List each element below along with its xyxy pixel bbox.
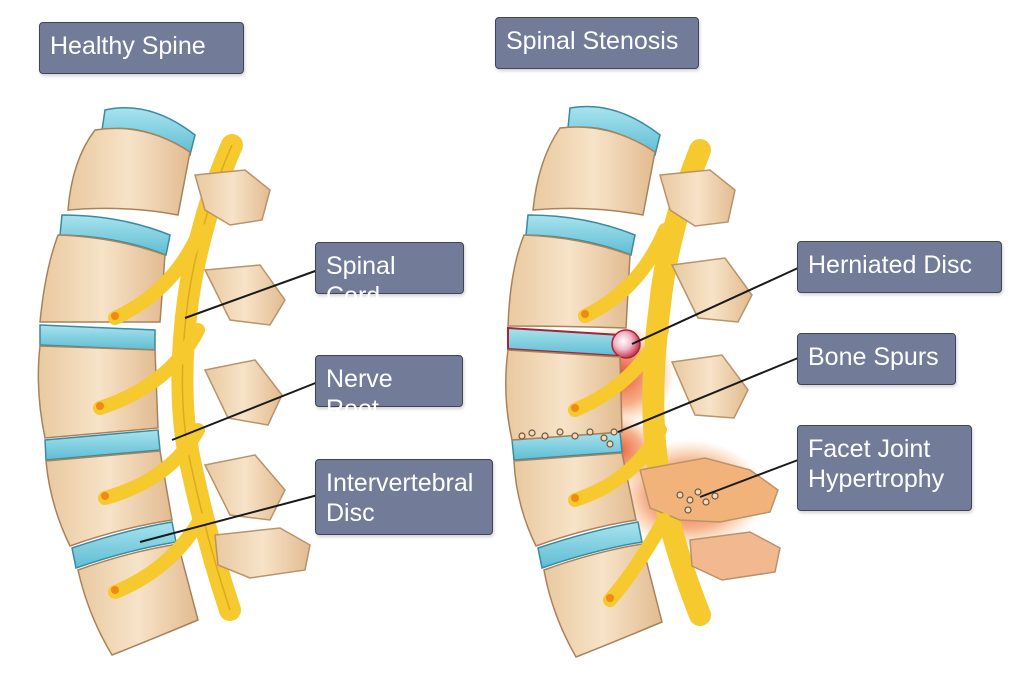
bone-spurs [518,428,719,514]
healthy-spine [37,107,319,656]
spinal-cord-leader [184,269,319,319]
disc [44,429,161,461]
spinal-cord-label: Spinal Cord [315,242,464,310]
intervertebral-disc-label: Intervertebral Disc [315,459,493,535]
disc-leader [139,494,319,543]
bone-spurs-label: Bone Spurs [797,333,956,385]
nerve-roots [93,223,207,599]
nerve-root-label: Nerve Root [315,355,463,423]
spinal-cord [642,139,711,626]
healthy-spine-title: Healthy Spine [39,22,244,74]
spinal-cord-label-text: Spinal Cord [326,252,396,310]
intervertebral-disc-line2: Disc [326,499,375,527]
bone-spurs-leader [617,357,799,433]
vertebra [37,345,159,439]
vertebra [77,543,199,656]
stenosis-spine [505,105,799,658]
bone-spurs-label-text: Bone Spurs [808,343,939,371]
intervertebral-disc-line1: Intervertebral [326,469,474,497]
herniated-disc-leader [631,267,799,345]
healthy-spine-title-text: Healthy Spine [50,32,206,60]
nerve-root-leader [171,381,319,441]
herniated-disc-label: Herniated Disc [797,241,1002,293]
hypertrophic-facet [639,457,779,523]
facet-leader [699,459,799,498]
facet-hypertrophy-line2: Hypertrophy [808,465,945,493]
herniation [611,329,641,359]
posterior-process [194,169,271,226]
facet-hypertrophy-label: Facet Joint Hypertrophy [797,425,972,511]
facet-hypertrophy-line1: Facet Joint [808,435,931,463]
spinal-stenosis-title: Spinal Stenosis [495,17,699,69]
vertebra [67,127,191,216]
nerve-root-label-text: Nerve Root [326,365,393,423]
herniated-disc-label-text: Herniated Disc [808,251,972,279]
spinal-stenosis-title-text: Spinal Stenosis [506,27,679,55]
